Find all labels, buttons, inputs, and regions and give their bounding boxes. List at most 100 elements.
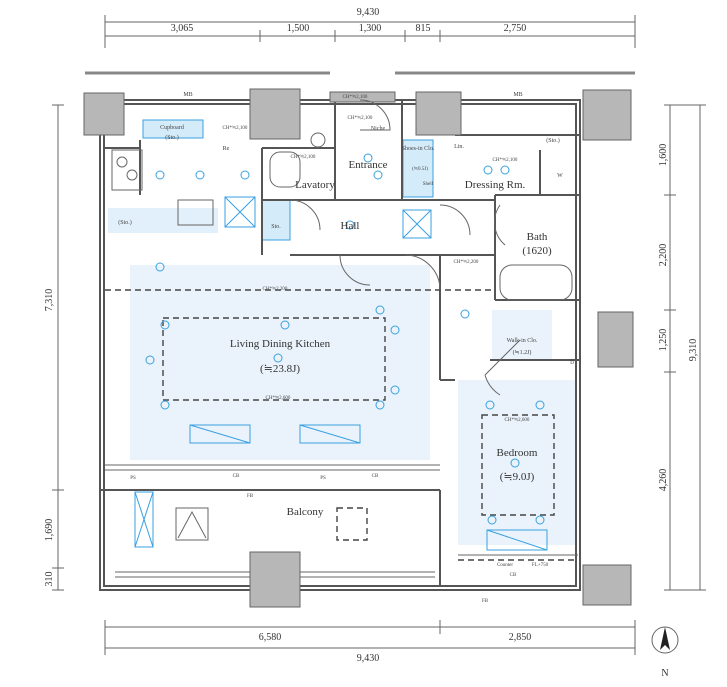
- wash-basin: [310, 132, 326, 148]
- hall-label: Hall: [341, 220, 360, 232]
- toilet: [269, 151, 301, 188]
- range-hood: [224, 196, 256, 228]
- cupboard-sto-label: (Sto.): [165, 134, 179, 141]
- dim-top-2: 1,500: [287, 23, 310, 34]
- ldk-zone: [130, 265, 430, 460]
- right-dimensions: 1,600 2,200 1,250 4,260 9,310: [658, 104, 706, 591]
- dim-top-4: 815: [416, 23, 431, 34]
- entrance-label: Entrance: [348, 159, 387, 171]
- north-label: N: [661, 668, 668, 679]
- bathtub: [499, 264, 573, 301]
- cb-left-label: CB: [233, 474, 240, 479]
- ldk-door: [404, 254, 441, 291]
- shoes-closet-shelf: Shelf: [423, 182, 434, 187]
- aircon-bedroom: [486, 529, 548, 551]
- fb-left-label: FB: [247, 494, 254, 499]
- top-dimensions: 9,430 3,065 1,500 1,300 815 2,750: [104, 7, 636, 48]
- dim-bottom-1: 6,580: [259, 632, 282, 643]
- bath-size: (1620): [522, 245, 552, 257]
- bedroom-area: (≒9.0J): [500, 471, 535, 483]
- ldk-label: Living Dining Kitchen: [230, 338, 331, 350]
- aircon-ldk-1: [189, 424, 251, 444]
- dressing-sto-label: (Sto.): [546, 137, 560, 144]
- counter-fl-label: FL+750: [532, 563, 549, 568]
- ldk-ceiling-outline: [162, 317, 386, 401]
- bottom-dimensions: 6,580 2,850 9,430: [104, 620, 636, 664]
- dressing-door: [439, 204, 471, 236]
- bedroom-ceiling-outline: [481, 414, 555, 516]
- balcony-vent: [336, 507, 368, 541]
- dim-top-1: 3,065: [171, 23, 194, 34]
- sink: [177, 199, 214, 226]
- ch-label: CH*≒2,100: [348, 115, 373, 121]
- ch-ldk-label: CH*≒2,200: [263, 286, 288, 292]
- ps-left-label: PS: [130, 476, 136, 481]
- dim-right-2: 2,200: [658, 244, 669, 267]
- lavatory-label: Lavatory: [295, 179, 335, 191]
- ceiling-fan-hall: [402, 209, 432, 239]
- entrance-door: [359, 99, 391, 131]
- niche-label: Niche: [371, 126, 386, 132]
- kitchen-sto-label: (Sto.): [118, 219, 132, 226]
- walkin-zone: [492, 310, 552, 360]
- d-label: D: [570, 361, 574, 366]
- dim-bottom-total: 9,430: [357, 653, 380, 664]
- linen-label: Lin.: [454, 144, 464, 150]
- walkin-area: (≒1.2J): [513, 349, 532, 356]
- shoes-closet: [402, 139, 434, 198]
- dim-left-2: 1,690: [44, 519, 55, 542]
- dim-top-total: 9,430: [357, 7, 380, 18]
- hall-storage: [261, 199, 291, 241]
- ch-label: CH*≒2,100: [291, 154, 316, 160]
- ch-label: CH*≒2,100: [343, 94, 368, 100]
- cooktop: [111, 149, 143, 191]
- bedroom-zone: [458, 380, 575, 545]
- ch-ldk2-label: CH*≒2,600: [266, 395, 291, 401]
- hall-door: [339, 254, 371, 286]
- left-dimensions: 7,310 1,690 310: [44, 104, 64, 591]
- walls: [85, 71, 635, 591]
- dim-top-5: 2,750: [504, 23, 527, 34]
- dim-top-3: 1,300: [359, 23, 382, 34]
- balcony-hatch: [175, 507, 209, 541]
- dim-bottom-2: 2,850: [509, 632, 532, 643]
- fixtures: [111, 99, 679, 654]
- ch-label: CH*≒2,100: [493, 157, 518, 163]
- dim-right-total: 9,310: [688, 339, 699, 362]
- counter-label: Counter: [497, 563, 513, 568]
- ch-bed-label: CH*≒2,600: [505, 417, 530, 423]
- dim-left-3: 310: [44, 572, 55, 587]
- mb-left-label: MB: [183, 92, 192, 98]
- shoes-closet-area: (≒0.5J): [412, 166, 428, 172]
- ps-mid-label: PS: [320, 476, 326, 481]
- dim-right-4: 4,260: [658, 469, 669, 492]
- dim-left-1: 7,310: [44, 289, 55, 312]
- columns: [83, 88, 634, 608]
- bedroom-label: Bedroom: [497, 447, 538, 459]
- ldk-area: (≒23.8J): [260, 363, 300, 375]
- lavatory-door: [289, 199, 321, 231]
- mb-right-label: MB: [513, 92, 522, 98]
- bath-label: Bath: [527, 231, 548, 243]
- shoes-closet-label: Shoes-in Clo.: [402, 146, 435, 152]
- dim-right-1: 1,600: [658, 144, 669, 167]
- balcony-label: Balcony: [287, 506, 324, 518]
- ch-label: CH*≒2,100: [223, 125, 248, 131]
- cb-bed-label: CB: [510, 573, 517, 578]
- cupboard-zone: [142, 119, 204, 139]
- north-arrow-icon: [660, 627, 670, 650]
- bath-door: [494, 204, 506, 246]
- cb-mid-label: CB: [372, 474, 379, 479]
- dim-right-3: 1,250: [658, 329, 669, 352]
- outdoor-unit: [134, 491, 154, 548]
- ch-hall-label: CH*≒2,200: [454, 259, 479, 265]
- re-label: Re: [223, 146, 230, 152]
- walkin-label: Walk-in Clo.: [507, 338, 538, 344]
- dressing-room-label: Dressing Rm.: [465, 179, 526, 191]
- walkin-door: [484, 339, 521, 396]
- kitchen-counter-zone: [108, 208, 218, 233]
- washer-label: W: [557, 173, 563, 179]
- cupboard-label: Cupboard: [160, 125, 184, 131]
- aircon-ldk-2: [299, 424, 361, 444]
